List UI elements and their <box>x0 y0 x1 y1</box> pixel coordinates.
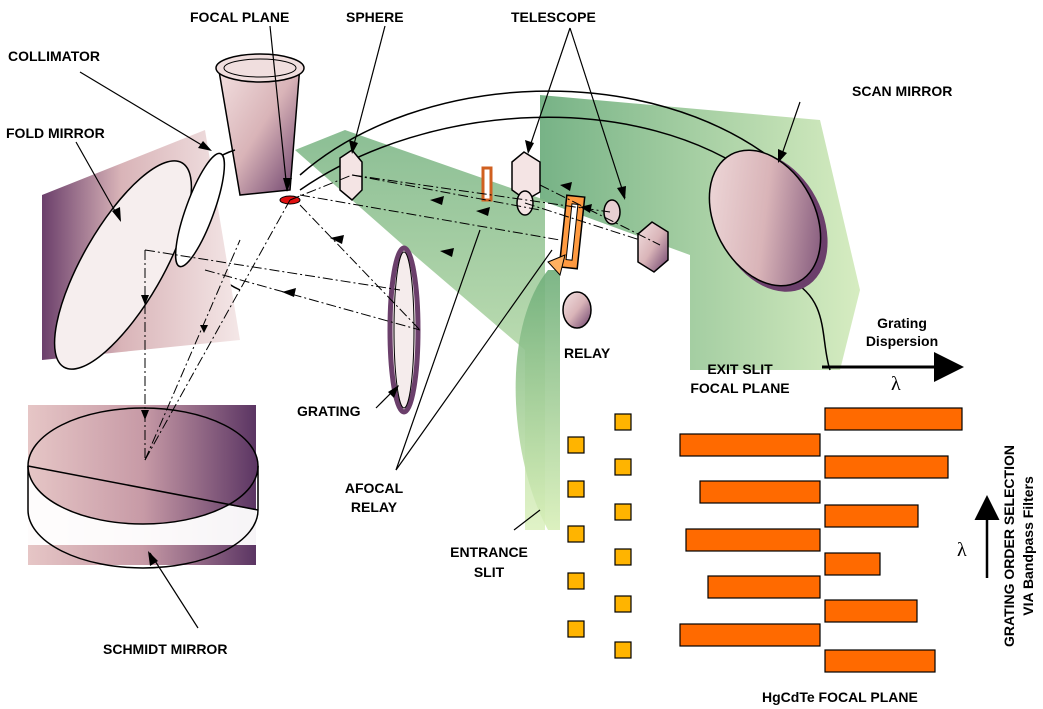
label-grating: GRATING <box>297 403 361 419</box>
fold-mirror <box>29 130 240 387</box>
grating <box>390 248 418 412</box>
label-order-selection-1: GRATING ORDER SELECTION <box>1001 445 1017 647</box>
label-lambda-vertical: λ <box>957 539 967 561</box>
label-entrance-slit-2: SLIT <box>474 564 505 580</box>
label-scan-mirror: SCAN MIRROR <box>852 83 952 99</box>
sphere-mirror <box>340 150 362 200</box>
label-order-selection-2: VIA Bandpass Filters <box>1020 476 1036 616</box>
label-exit-slit-2: FOCAL PLANE <box>690 380 789 396</box>
label-grating-dispersion-1: Grating <box>877 315 927 331</box>
entrance-slit-array <box>568 414 631 658</box>
schmidt-mirror <box>28 405 258 568</box>
label-afocal-relay-2: RELAY <box>351 499 398 515</box>
label-collimator: COLLIMATOR <box>8 48 100 64</box>
label-focal-plane: FOCAL PLANE <box>190 9 289 25</box>
label-exit-slit-1: EXIT SLIT <box>707 361 773 377</box>
label-schmidt-mirror: SCHMIDT MIRROR <box>103 641 227 657</box>
label-afocal-relay-1: AFOCAL <box>345 480 404 496</box>
label-entrance-slit-1: ENTRANCE <box>450 544 528 560</box>
hgcdte-detector-bars <box>680 408 962 672</box>
label-relay: RELAY <box>564 345 611 361</box>
label-telescope: TELESCOPE <box>511 9 596 25</box>
relay-lens <box>563 292 591 328</box>
label-hgcdte-focal-plane: HgCdTe FOCAL PLANE <box>762 689 918 705</box>
label-fold-mirror: FOLD MIRROR <box>6 125 105 141</box>
label-lambda-horizontal: λ <box>891 373 901 395</box>
label-sphere: SPHERE <box>346 9 404 25</box>
label-grating-dispersion-2: Dispersion <box>866 333 938 349</box>
collimator <box>216 54 304 195</box>
